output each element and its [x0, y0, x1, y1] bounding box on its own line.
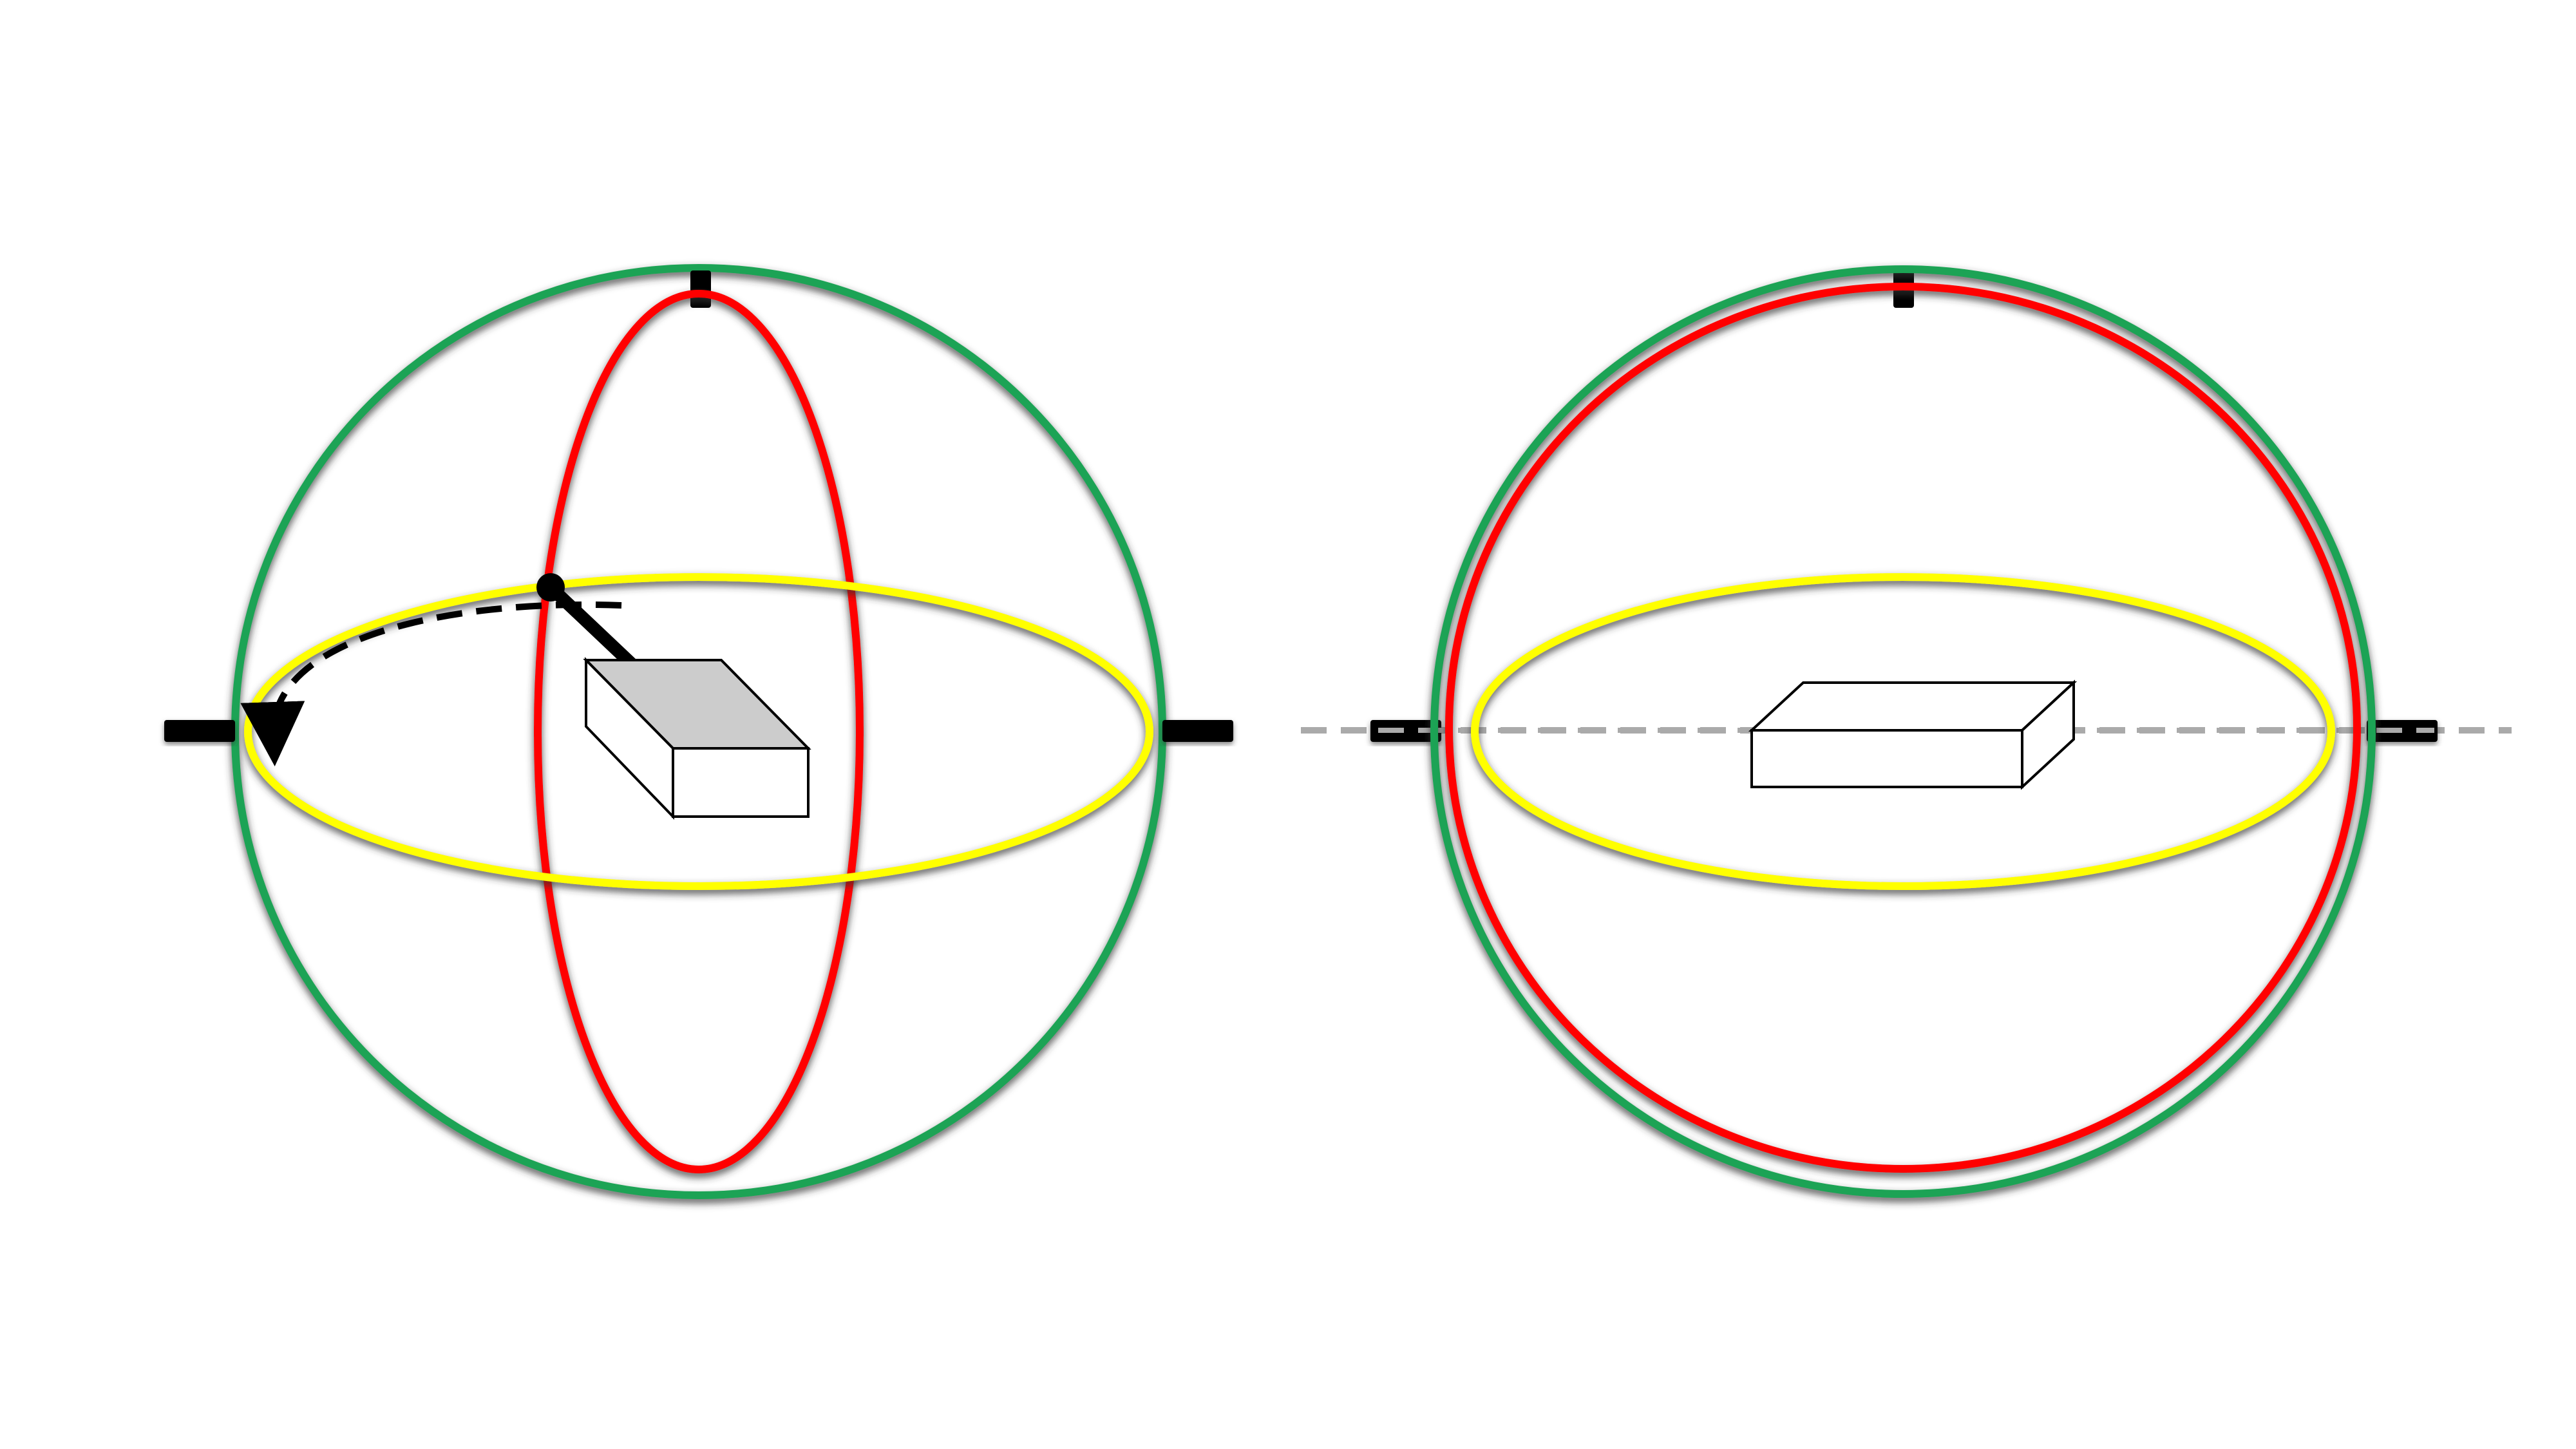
top-pivot-bar-left: [690, 270, 711, 308]
box-top-face-right: [1748, 681, 2078, 732]
rotation-arrow: [240, 601, 622, 766]
middle-gimbal-ring-left: [534, 290, 864, 1173]
left-pivot-bar-right: [1370, 720, 1441, 742]
panel-right-locked: [1301, 265, 2512, 1198]
box-front-face-left: [672, 747, 810, 818]
box-side-face-right: [2021, 679, 2075, 790]
panel-left-unlocked: [164, 264, 1233, 1199]
box-side-face-left: [585, 657, 674, 820]
right-pivot-bar-left: [1162, 720, 1233, 742]
pivot-rod-left: [544, 581, 641, 673]
payload-box-left: [583, 657, 811, 820]
outer-gimbal-ring-right: [1430, 265, 2376, 1198]
inner-gimbal-ring-right: [1471, 573, 2335, 890]
pivot-ball-left: [536, 573, 565, 601]
box-front-face-right: [1750, 729, 2023, 788]
left-pivot-bar-left: [164, 720, 235, 742]
payload-box-right: [1748, 679, 2078, 790]
middle-gimbal-ring-right: [1445, 283, 2361, 1173]
